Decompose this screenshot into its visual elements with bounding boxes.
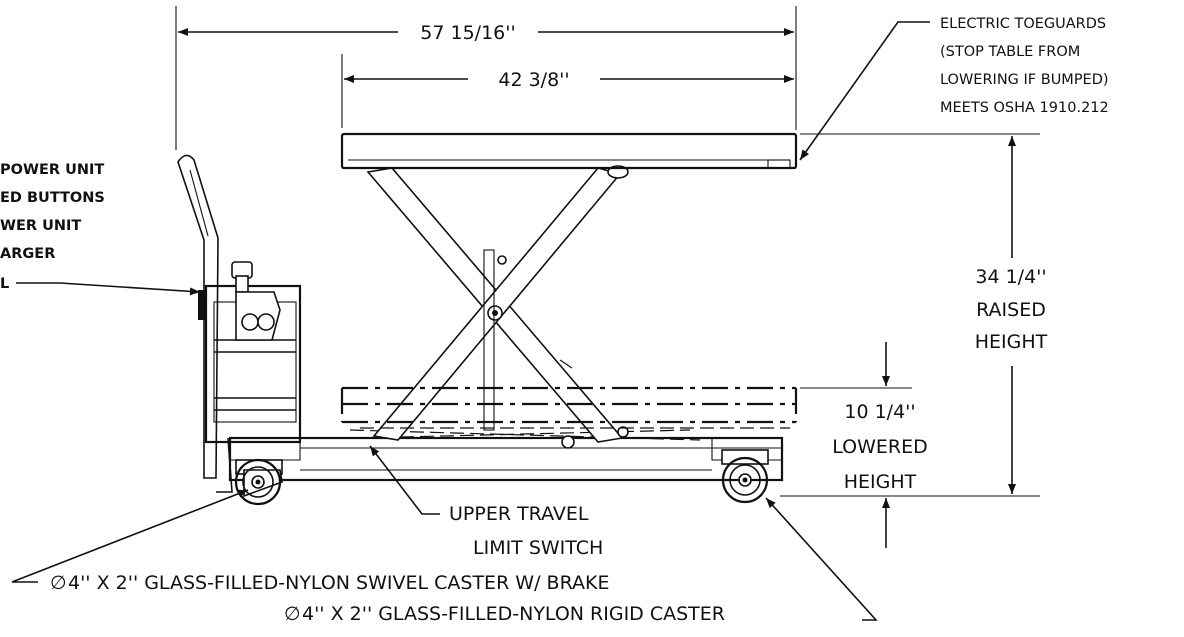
toeguards-line-3: LOWERING IF BUMPED) bbox=[940, 72, 1109, 88]
raised-height-value: 34 1/4'' bbox=[975, 266, 1046, 288]
swivel-caster-diameter: ∅ bbox=[50, 572, 67, 594]
scissor-arms bbox=[366, 165, 629, 443]
callout-power-unit: POWER UNIT ED BUTTONS WER UNIT ARGER L bbox=[0, 162, 201, 296]
raised-height-word-2: HEIGHT bbox=[975, 331, 1048, 353]
callout-limit-switch: UPPER TRAVEL LIMIT SWITCH bbox=[369, 445, 603, 559]
callout-rigid-caster: ∅ 4'' X 2'' GLASS-FILLED-NYLON RIGID CAS… bbox=[284, 497, 878, 625]
power-unit bbox=[177, 154, 302, 493]
rigid-caster-label: 4'' X 2'' GLASS-FILLED-NYLON RIGID CASTE… bbox=[302, 603, 725, 625]
rigid-caster bbox=[721, 449, 769, 504]
limit-switch-line-2: LIMIT SWITCH bbox=[473, 537, 603, 559]
power-unit-line-1: POWER UNIT bbox=[0, 162, 104, 178]
raised-platform bbox=[340, 132, 798, 170]
dimension-raised-height: 34 1/4'' RAISED HEIGHT bbox=[780, 133, 1048, 497]
callout-toeguards: ELECTRIC TOEGUARDS (STOP TABLE FROM LOWE… bbox=[799, 16, 1109, 161]
overall-length-label: 57 15/16'' bbox=[420, 22, 515, 44]
swivel-caster bbox=[234, 458, 283, 506]
swivel-caster-label: 4'' X 2'' GLASS-FILLED-NYLON SWIVEL CAST… bbox=[68, 572, 609, 594]
lowered-height-value: 10 1/4'' bbox=[844, 401, 915, 423]
dimension-overall-length: 57 15/16'' bbox=[175, 6, 797, 150]
power-unit-line-4: ARGER bbox=[0, 246, 55, 262]
raised-height-word: RAISED bbox=[976, 299, 1046, 321]
lowered-height-word-2: HEIGHT bbox=[844, 471, 917, 493]
lowered-platform-phantom bbox=[340, 386, 798, 429]
toeguards-line-4: MEETS OSHA 1910.212 bbox=[940, 100, 1109, 116]
power-unit-line-3: WER UNIT bbox=[0, 218, 81, 234]
dimension-lowered-height: 10 1/4'' LOWERED HEIGHT bbox=[800, 342, 928, 548]
lowered-height-word: LOWERED bbox=[832, 436, 928, 458]
toeguards-line-2: (STOP TABLE FROM bbox=[940, 44, 1080, 60]
platform-length-label: 42 3/8'' bbox=[498, 69, 569, 91]
dimension-platform-length: 42 3/8'' bbox=[341, 54, 794, 128]
power-unit-line-2: ED BUTTONS bbox=[0, 190, 105, 206]
callout-swivel-caster: ∅ 4'' X 2'' GLASS-FILLED-NYLON SWIVEL CA… bbox=[11, 489, 609, 594]
power-unit-line-5: L bbox=[0, 276, 9, 292]
limit-switch-line-1: UPPER TRAVEL bbox=[449, 503, 589, 525]
toeguards-line-1: ELECTRIC TOEGUARDS bbox=[940, 16, 1106, 32]
rigid-caster-diameter: ∅ bbox=[284, 603, 301, 625]
lift-table-machine bbox=[177, 132, 798, 506]
base-frame bbox=[228, 429, 784, 482]
